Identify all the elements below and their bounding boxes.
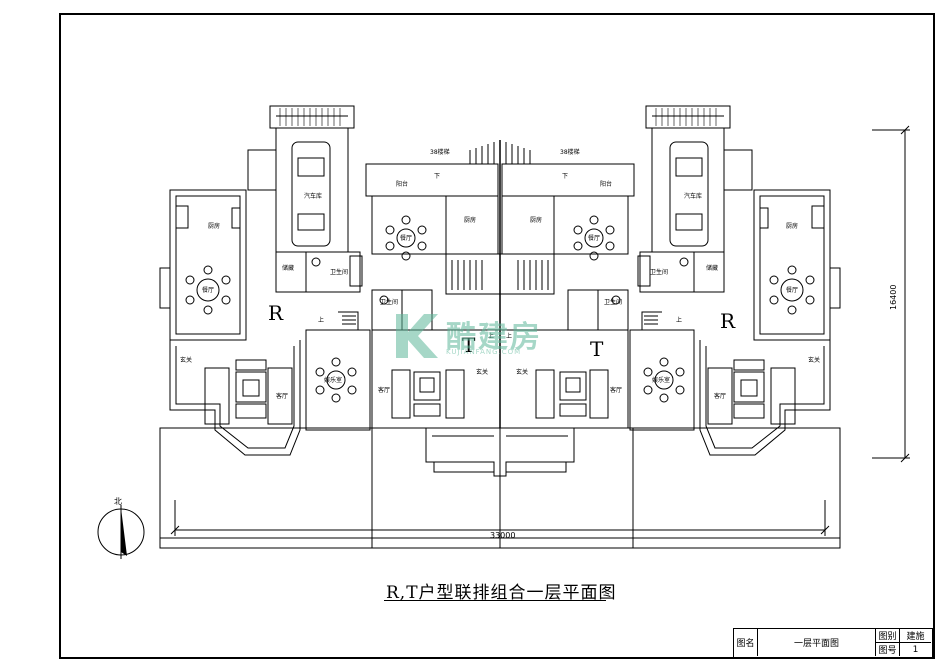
unit-t-right [499, 142, 635, 477]
room-label-foyer-t-right: 玄关 [516, 368, 528, 376]
watermark-logo: 酷建房 KUJIANFANG.COM [390, 310, 560, 362]
stair-label-right: 38楼梯 [560, 148, 580, 156]
room-label-dining-right: 餐厅 [786, 286, 798, 294]
sheet-frame [59, 13, 935, 659]
room-label-garage-right: 汽车库 [684, 192, 702, 200]
room-label-recreation-right: 娱乐室 [652, 376, 670, 384]
label-up-t-left: 上 [488, 332, 494, 340]
label-up-t-right: 上 [506, 332, 512, 340]
room-label-storage-left: 储藏 [282, 264, 294, 272]
north-arrow-pointer [121, 508, 127, 556]
unit-label-t-left: T [462, 333, 476, 357]
watermark-brand: 酷建房 [446, 320, 542, 355]
unit-label-r-left: R [268, 301, 284, 325]
room-label-bath-right: 卫生间 [650, 268, 668, 276]
room-label-bath-t-left: 卫生间 [380, 298, 398, 306]
dimension-depth-text: 16400 [889, 285, 898, 310]
unit-t-left [365, 142, 501, 477]
room-label-storage-right: 储藏 [706, 264, 718, 272]
dimension-width-text: 33000 [490, 531, 515, 540]
label-up-left-r: 上 [318, 316, 324, 324]
north-label: 北 [114, 497, 122, 506]
room-label-balcony-left: 阳台 [396, 180, 408, 188]
unit-r-right [629, 105, 841, 456]
room-label-kitchen-t-left: 厨房 [464, 216, 476, 224]
watermark-url: KUJIANFANG.COM [446, 348, 522, 356]
room-label-living-t-left: 客厅 [378, 386, 390, 394]
room-label-bath-left: 卫生间 [330, 268, 348, 276]
title-block-number-value: 1 [912, 644, 919, 655]
room-label-living-right: 客厅 [714, 392, 726, 400]
room-label-foyer-left: 玄关 [180, 356, 192, 364]
title-block: 图名 一层平面图 图别 建施 图号 1 [733, 628, 933, 658]
room-label-recreation-left: 娱乐室 [324, 376, 342, 384]
room-label-balcony-right: 阳台 [600, 180, 612, 188]
title-block-name-label: 图名 [734, 629, 758, 656]
unit-label-r-right: R [720, 309, 736, 333]
room-label-garage-left: 汽车库 [304, 192, 322, 200]
room-label-living-t-right: 客厅 [610, 386, 622, 394]
title-block-category-label: 图别 [876, 629, 900, 643]
title-block-category-value: 建施 [900, 629, 931, 643]
label-up-right-r: 上 [676, 316, 682, 324]
room-label-bath-t-right: 卫生间 [604, 298, 622, 306]
room-label-foyer-t-left: 玄关 [476, 368, 488, 376]
room-label-foyer-right: 玄关 [808, 356, 820, 364]
room-label-kitchen-right: 厨房 [786, 222, 798, 230]
drawing-caption: R,T户型联排组合一层平面图 [386, 583, 617, 603]
title-block-name-value: 一层平面图 [758, 629, 876, 656]
room-label-dining-t-right: 餐厅 [588, 234, 600, 242]
label-down-left: 下 [434, 173, 440, 180]
room-label-dining-left: 餐厅 [202, 286, 214, 294]
title-block-number-label: 图号 [876, 643, 900, 656]
label-down-right: 下 [562, 173, 568, 180]
room-label-dining-t-left: 餐厅 [400, 234, 412, 242]
room-label-kitchen-left: 厨房 [208, 222, 220, 230]
unit-label-t-right: T [590, 337, 604, 361]
watermark-k-icon [396, 314, 438, 358]
room-label-kitchen-t-right: 厨房 [530, 216, 542, 224]
unit-r-left [159, 105, 371, 456]
room-label-living-left: 客厅 [276, 392, 288, 400]
stair-label-left: 38楼梯 [430, 148, 450, 156]
caption-underline [384, 600, 606, 601]
